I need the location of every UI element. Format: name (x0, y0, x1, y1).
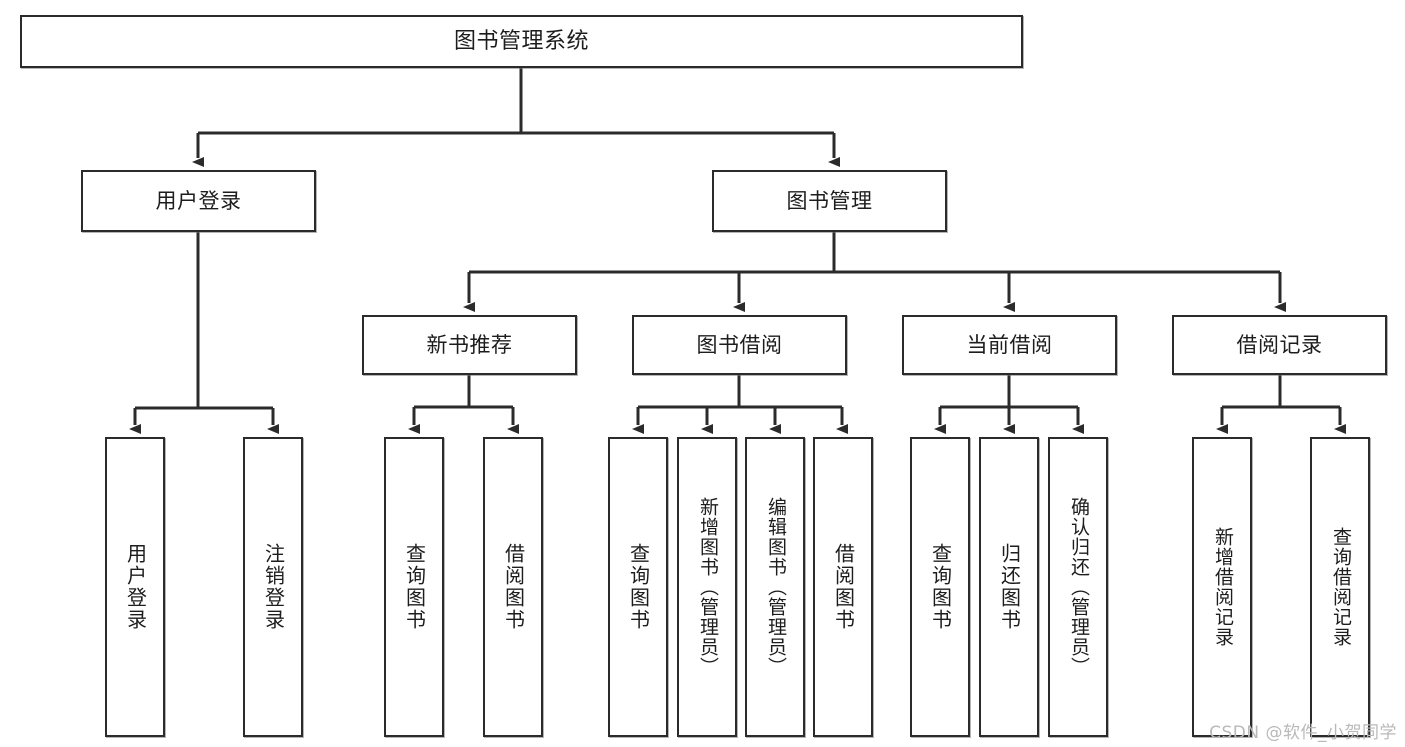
node-book-management[interactable]: 图书管理 (712, 170, 947, 232)
node-label: 新增图书（管理员） (696, 497, 719, 677)
node-borrow-record[interactable]: 借阅记录 (1172, 315, 1387, 375)
node-label: 用户登录 (155, 188, 242, 213)
leaf-current-borrow-query-book[interactable]: 查询图书 (910, 437, 970, 737)
node-new-book-recommendation[interactable]: 新书推荐 (362, 315, 577, 375)
node-label: 图书管理系统 (453, 28, 589, 54)
leaf-new-book-query-book[interactable]: 查询图书 (384, 437, 444, 737)
node-label: 当前借阅 (966, 332, 1053, 357)
node-label: 借阅图书 (831, 543, 856, 631)
csdn-watermark: CSDN @软件_小贺同学 (1209, 723, 1397, 743)
node-label: 查询借阅记录 (1329, 527, 1352, 647)
node-root-library-management-system[interactable]: 图书管理系统 (20, 15, 1023, 68)
node-user-login[interactable]: 用户登录 (81, 170, 316, 232)
node-label: 借阅记录 (1236, 332, 1323, 357)
node-label: 编辑图书（管理员） (764, 497, 787, 677)
leaf-new-book-borrow-book[interactable]: 借阅图书 (483, 437, 543, 737)
node-label: 查询图书 (626, 543, 651, 631)
leaf-book-borrow-borrow-book[interactable]: 借阅图书 (813, 437, 873, 737)
node-book-borrow[interactable]: 图书借阅 (632, 315, 847, 375)
leaf-book-borrow-add-book-admin[interactable]: 新增图书（管理员） (677, 437, 737, 737)
node-label: 新书推荐 (426, 332, 513, 357)
node-label: 借阅图书 (501, 543, 526, 631)
node-label: 用户登录 (123, 543, 148, 631)
leaf-book-borrow-query-book[interactable]: 查询图书 (608, 437, 668, 737)
leaf-user-login-logout[interactable]: 注销登录 (243, 437, 303, 737)
leaf-current-borrow-return-book[interactable]: 归还图书 (979, 437, 1039, 737)
node-label: 图书管理 (786, 188, 873, 213)
node-label: 查询图书 (402, 543, 427, 631)
leaf-borrow-record-query-record[interactable]: 查询借阅记录 (1310, 437, 1370, 737)
node-label: 确认归还（管理员） (1067, 497, 1090, 677)
leaf-book-borrow-edit-book-admin[interactable]: 编辑图书（管理员） (745, 437, 805, 737)
node-current-borrow[interactable]: 当前借阅 (902, 315, 1117, 375)
node-label: 新增借阅记录 (1211, 527, 1234, 647)
node-label: 图书借阅 (696, 332, 783, 357)
leaf-user-login-signin[interactable]: 用户登录 (105, 437, 165, 737)
node-label: 注销登录 (261, 543, 286, 631)
leaf-current-borrow-confirm-return-admin[interactable]: 确认归还（管理员） (1048, 437, 1108, 737)
node-label: 归还图书 (997, 543, 1022, 631)
node-label: 查询图书 (928, 543, 953, 631)
leaf-borrow-record-add-record[interactable]: 新增借阅记录 (1192, 437, 1252, 737)
